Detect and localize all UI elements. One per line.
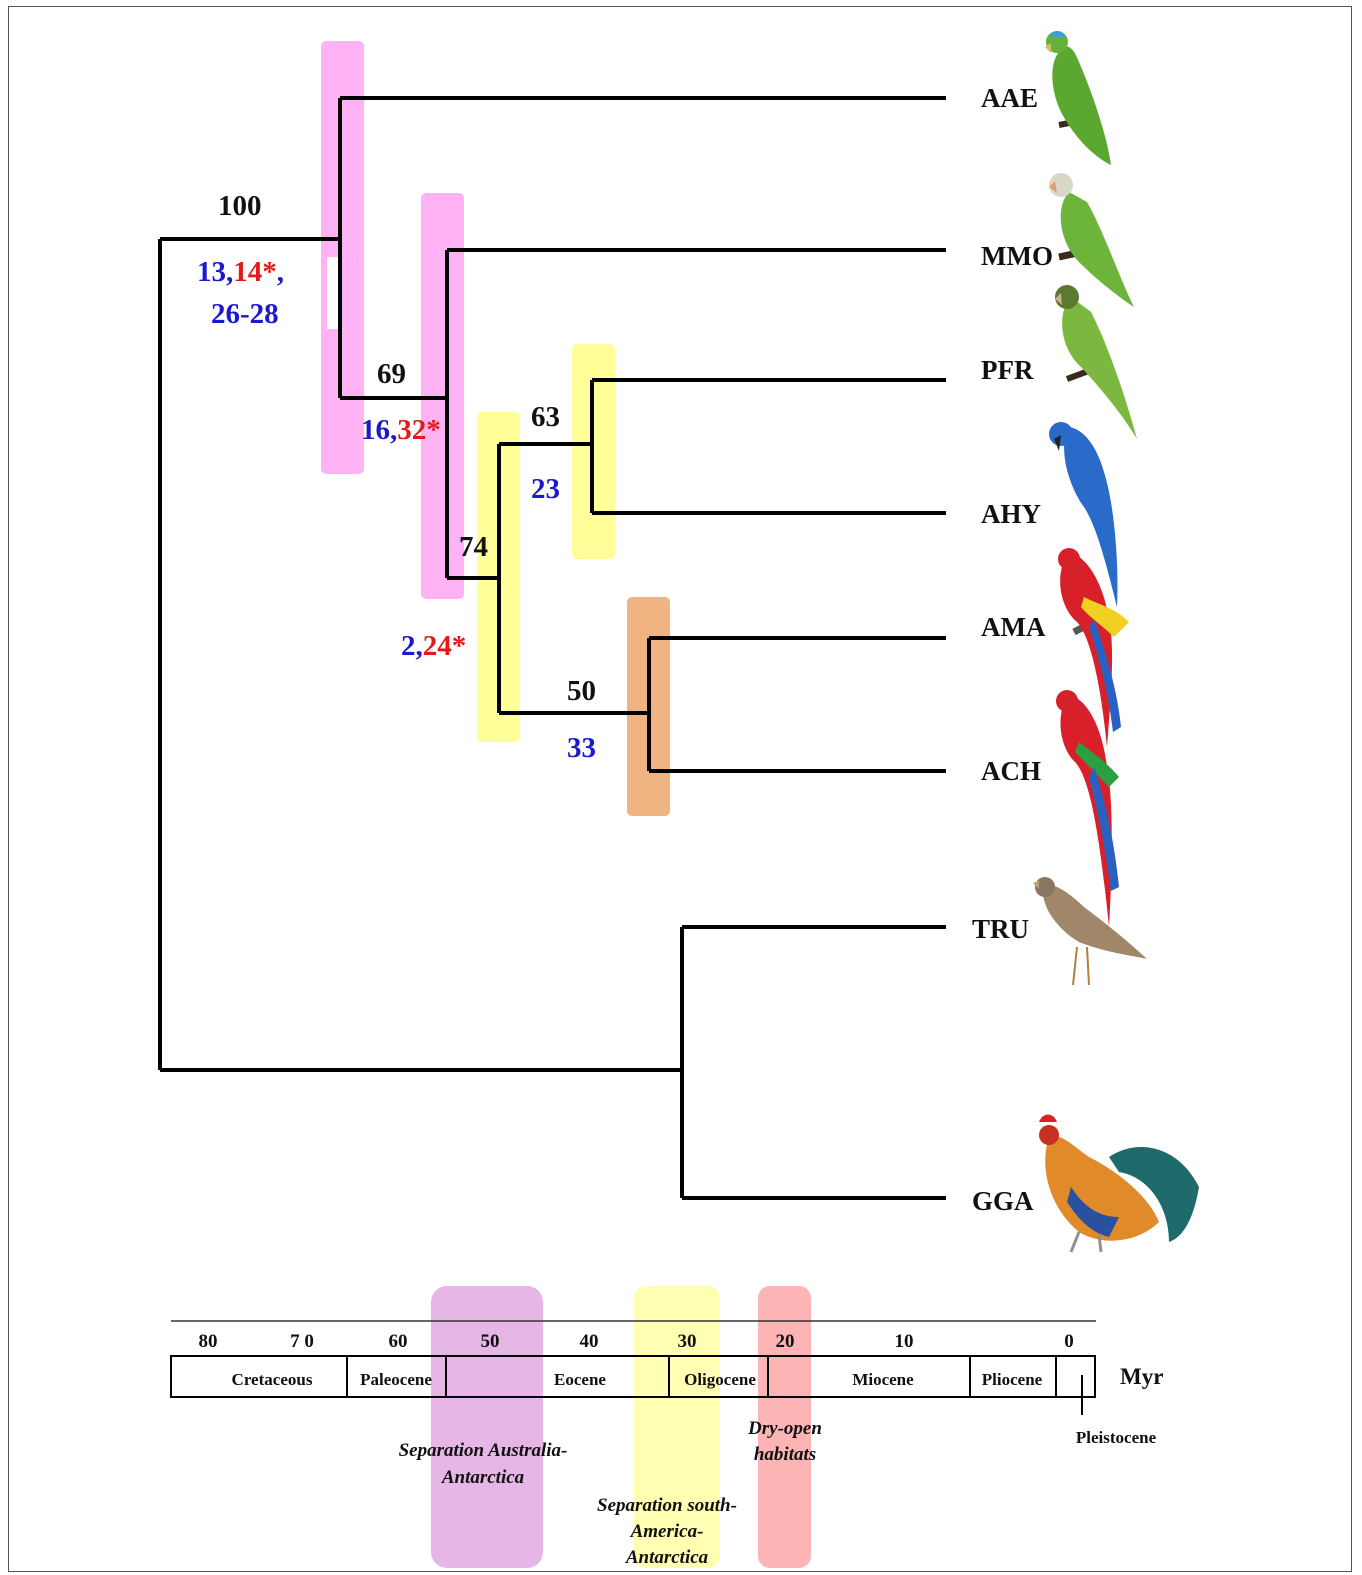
taxon-label-aae: AAE [981,83,1038,113]
tick-30: 30 [678,1331,697,1352]
phylogeny-figure: 100 13,14*, 26-28 69 16,32* 74 2,24* 63 … [158,31,1199,1568]
taxon-label-ahy: AHY [981,499,1041,529]
timeline-highlight-australia [431,1286,543,1568]
green-parrot-icon [1045,31,1111,165]
calibration-root-parrots: 13,14*, [197,256,284,288]
timeline-unit: Myr [1120,1364,1163,1389]
taxon-label-ama: AMA [981,612,1046,642]
epoch-oligocene: Oligocene [684,1370,756,1389]
tick-10: 10 [895,1331,914,1352]
figure-frame: 100 13,14*, 26-28 69 16,32* 74 2,24* 63 … [8,6,1352,1572]
epoch-eocene: Eocene [554,1370,606,1389]
support-root-parrots: 100 [218,190,262,222]
calibration-node-ama-ach: 33 [567,732,596,764]
tick-40: 40 [580,1331,599,1352]
calibration-root-parrots-range: 26-28 [211,298,279,330]
tick-20: 20 [776,1331,795,1352]
event-south-america-line1: Separation south- [597,1495,737,1516]
tick-50: 50 [481,1331,500,1352]
monk-parakeet-icon [1049,173,1134,307]
tick-60: 60 [389,1331,408,1352]
support-node-arini: 74 [459,531,488,563]
event-dry-open-line1: Dry-open [747,1418,822,1439]
epoch-pliocene: Pliocene [982,1370,1043,1389]
scarlet-macaw-icon [1058,548,1129,747]
rooster-icon [1039,1114,1199,1253]
epoch-paleocene: Paleocene [360,1370,432,1389]
event-dry-open-line2: habitats [754,1444,816,1465]
taxon-label-ach: ACH [981,756,1041,786]
support-node-ama-ach: 50 [567,675,596,707]
event-south-america-line2: America- [630,1521,704,1542]
calibration-node-arini: 2,24* [401,630,466,662]
green-parakeet-icon [1055,285,1137,439]
taxon-label-mmo: MMO [981,241,1053,271]
event-australia-line2: Antarctica [441,1467,525,1488]
red-green-macaw-icon [1056,690,1119,927]
support-node-pfr-ahy: 63 [531,401,560,433]
taxon-label-pfr: PFR [981,355,1034,385]
calibration-node-pfr-ahy: 23 [531,473,560,505]
tick-0: 0 [1064,1331,1074,1352]
taxon-label-gga: GGA [972,1186,1034,1216]
taxon-label-tru: TRU [972,914,1029,944]
support-node-mmo: 69 [377,358,406,390]
event-south-america-line3: Antarctica [625,1547,709,1568]
thrush-icon [1033,877,1147,986]
calibration-node-mmo: 16,32* [361,414,441,446]
event-australia-line1: Separation Australia- [399,1440,568,1461]
blue-macaw-icon [1049,422,1118,607]
tree-branches [158,96,946,1200]
epoch-miocene: Miocene [852,1370,914,1389]
timeline: 80 7 0 60 50 40 30 20 10 0 Cretaceous Pa… [170,1286,1163,1568]
tick-80: 80 [199,1331,218,1352]
node-bar-root-parrots [321,41,364,474]
epoch-cretaceous: Cretaceous [232,1370,313,1389]
tick-70: 7 0 [290,1331,314,1352]
epoch-pleistocene: Pleistocene [1076,1428,1157,1447]
